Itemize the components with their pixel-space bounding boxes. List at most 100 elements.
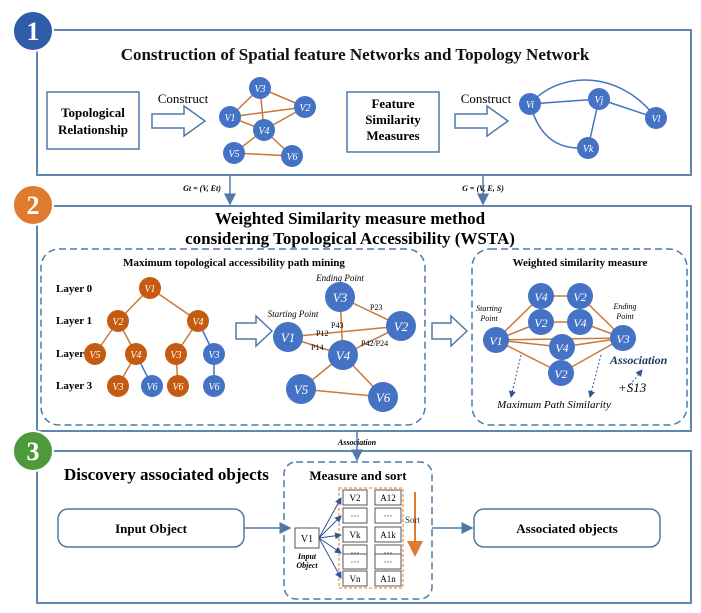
svg-text:V6: V6: [376, 390, 391, 405]
section2-badge: 2: [12, 184, 54, 226]
input-object-label: Input Object: [115, 521, 188, 536]
section1-title: Construction of Spatial feature Networks…: [121, 45, 590, 64]
svg-text:V4: V4: [258, 126, 269, 137]
section3-badge: 3: [12, 430, 54, 472]
svg-text:V2: V2: [299, 103, 310, 114]
svg-text:···: ···: [351, 557, 360, 567]
weighted-similarity-graph: V4 V2 V2 V4 V1 V4 V3 V2: [483, 283, 636, 386]
svg-text:V6: V6: [172, 382, 183, 393]
starting-point-label: Starting Point: [268, 309, 319, 319]
g1-node-v1: [219, 106, 241, 128]
gt-label: Gt = (V, Et): [183, 184, 221, 193]
tree-node-l1a: [107, 310, 129, 332]
svg-text:1: 1: [27, 17, 40, 46]
tree-node-l2d: [203, 343, 225, 365]
tree-node-l3d: [203, 375, 225, 397]
g2-node-vl: [645, 107, 667, 129]
svg-text:V1: V1: [281, 330, 295, 345]
pg-node-v5: [286, 374, 316, 404]
svg-text:V3: V3: [208, 350, 219, 361]
ws-node-f: [549, 334, 575, 360]
svg-text:V2: V2: [394, 319, 409, 334]
ws-starting-label-2: Point: [479, 314, 498, 323]
g1-node-v3: [249, 77, 271, 99]
g1-node-v2: [294, 96, 316, 118]
section1-badge: 1: [12, 10, 54, 52]
svg-text:V3: V3: [616, 332, 629, 346]
g2-node-vi: [519, 93, 541, 115]
tree-node-l3a: [107, 375, 129, 397]
svg-text:3: 3: [27, 437, 40, 466]
svg-text:V3: V3: [254, 84, 265, 95]
feature-similarity-box: [346, 91, 440, 153]
svg-text:V3: V3: [112, 382, 123, 393]
ws-node-d: [567, 309, 593, 335]
g1-node-v5: [223, 142, 245, 164]
a-column: A12 ··· A1k ··· ··· A1n: [374, 489, 402, 587]
svg-text:P43: P43: [331, 321, 343, 330]
construct-arrow-1: [151, 104, 207, 138]
ws-ending-label-2: Point: [615, 312, 634, 321]
svg-text:V3: V3: [170, 350, 181, 361]
svg-text:V2: V2: [534, 316, 547, 330]
layer-3-label: Layer 3: [56, 380, 93, 392]
ws-node-b: [567, 283, 593, 309]
pg-node-v6: [368, 382, 398, 412]
tree-to-path-arrow: [235, 314, 274, 348]
svg-text:V5: V5: [228, 149, 239, 160]
path-to-ws-arrow: [431, 314, 469, 348]
svg-text:V2: V2: [112, 317, 123, 328]
g2-node-vj: [588, 88, 610, 110]
association-arrow: [629, 369, 643, 386]
section2-frame: [36, 205, 692, 432]
svg-text:P42/P24: P42/P24: [361, 339, 388, 348]
svg-text:V3: V3: [333, 290, 348, 305]
fan-arrows: [318, 497, 342, 579]
svg-text:Vk: Vk: [583, 144, 594, 155]
topological-relationship-box: [46, 91, 140, 150]
measure-sort-panel: [283, 461, 433, 600]
pg-node-v2: [386, 311, 416, 341]
g-label: G = (V, E, S): [462, 184, 504, 193]
pg-node-v4: [328, 340, 358, 370]
g1-node-v4: [253, 119, 275, 141]
v-column: V2 ··· Vk ··· ··· Vn: [342, 489, 368, 587]
svg-text:V4: V4: [534, 290, 547, 304]
tree-node-l2b: [125, 343, 147, 365]
layer-1-label: Layer 1: [56, 315, 92, 327]
measure-sort-title: Measure and sort: [309, 468, 407, 483]
svg-text:A1n: A1n: [380, 574, 396, 584]
svg-text:···: ···: [384, 557, 393, 567]
ws-node-c: [528, 309, 554, 335]
svg-text:V6: V6: [286, 152, 297, 163]
weighted-similarity-title: Weighted similarity measure: [513, 257, 648, 269]
ws-node-start: [483, 327, 509, 353]
tree-node-l0: [139, 277, 161, 299]
layer-0-label: Layer 0: [56, 283, 93, 295]
tree-node-l3b: [141, 375, 163, 397]
section2-title-line1: Weighted Similarity measure method: [215, 209, 486, 228]
svg-text:V4: V4: [130, 350, 141, 361]
svg-text:V2: V2: [573, 290, 586, 304]
svg-text:Vi: Vi: [526, 100, 534, 111]
svg-text:···: ···: [384, 511, 393, 521]
svg-text:V4: V4: [192, 317, 203, 328]
svg-text:Vj: Vj: [595, 95, 604, 106]
ws-starting-label-1: Starting: [476, 304, 502, 313]
svg-text:V2: V2: [554, 367, 567, 381]
svg-text:A1k: A1k: [380, 530, 396, 540]
construct-label-2: Construct: [461, 91, 512, 106]
svg-text:V6: V6: [146, 382, 157, 393]
svg-text:V1: V1: [489, 334, 502, 348]
section2-title-line2: considering Topological Accessibility (W…: [185, 229, 515, 248]
svg-text:P14: P14: [311, 343, 323, 352]
svg-text:Vn: Vn: [350, 574, 361, 584]
pg-node-v1: [273, 322, 303, 352]
tree-node-l1b: [187, 310, 209, 332]
input-obj-label-1: Input: [297, 552, 317, 561]
path-mining-title: Maximum topological accessibility path m…: [123, 257, 345, 269]
input-obj-label-2: Object: [296, 561, 318, 570]
path-tree: V1 V2 V4 V5 V4 V3 V3 V3 V6 V6 V6: [84, 277, 225, 397]
svg-text:A12: A12: [380, 493, 396, 503]
construct-label-1: Construct: [158, 91, 209, 106]
